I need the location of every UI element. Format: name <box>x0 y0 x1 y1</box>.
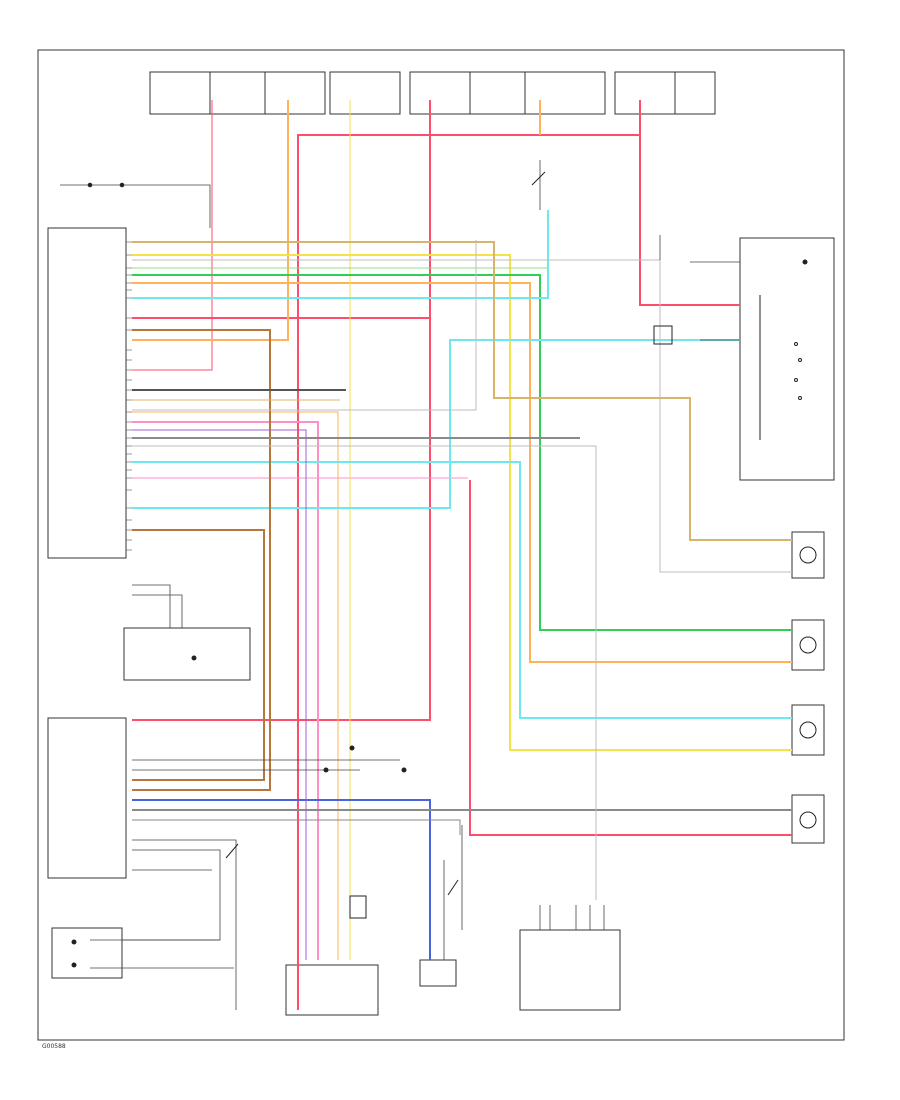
fuse-box-2 <box>209 71 266 115</box>
wire-brown-1 <box>132 529 265 781</box>
wire-brown-2 <box>132 329 271 791</box>
wire-purple-1 <box>132 429 307 960</box>
brake-pressure-switch-box <box>123 627 251 681</box>
right-front-wheel-sensor <box>791 704 825 756</box>
wire-yellow-1 <box>132 254 792 751</box>
left-front-wheel-sensor <box>791 794 825 844</box>
fuse-box-7 <box>524 71 606 115</box>
fuse-box-6 <box>469 71 526 115</box>
fuse-box-1 <box>149 71 211 115</box>
signal-lines <box>60 160 740 1010</box>
ebcm-connector-lower <box>47 717 127 879</box>
wire-gray-3 <box>132 819 461 835</box>
cluster-internals <box>759 259 808 440</box>
connector-symbols <box>71 171 673 968</box>
top-fuse-row <box>149 71 716 115</box>
acceleration-sensor <box>51 927 123 979</box>
wire-red-vert-1 <box>132 100 431 721</box>
wire-ltblue-3 <box>132 461 792 719</box>
wire-ltblue-1 <box>132 210 549 299</box>
fuse-box-8 <box>614 71 676 115</box>
suspension-module <box>519 929 621 1011</box>
instrument-cluster <box>739 237 835 481</box>
wire-green-1 <box>132 274 792 631</box>
wire-orange-3 <box>132 282 792 663</box>
wire-orange-2 <box>132 100 289 341</box>
wire-red-feed-2 <box>639 135 740 306</box>
throttle-actuator <box>419 959 457 987</box>
wire-dkblue-1 <box>132 799 431 960</box>
wire-white-2 <box>132 240 477 411</box>
fuse-box-3 <box>264 71 326 115</box>
right-rear-wheel-sensor <box>791 619 825 671</box>
fuse-box-9 <box>674 71 716 115</box>
ebcm-pins-upper <box>126 241 132 551</box>
wire-red-top-1 <box>132 100 213 371</box>
ebcm-connector-upper <box>47 227 127 559</box>
wire-red-feed <box>297 100 641 1010</box>
wire-tan-1 <box>132 241 792 541</box>
traction-control-switch <box>285 964 379 1016</box>
wire-white-3 <box>132 445 597 900</box>
wire-white-1 <box>132 259 792 573</box>
wire-pink-1 <box>132 421 319 960</box>
wire-red-right <box>469 480 792 836</box>
rear-wheel-sensor <box>791 531 825 579</box>
wheel-speed-sensors <box>791 531 825 844</box>
fuse-box-4 <box>329 71 401 115</box>
diagram-frame <box>37 49 845 1041</box>
diagram-reference: G00588 <box>42 1043 66 1050</box>
wire-orange-4 <box>132 411 339 960</box>
fuse-box-5 <box>409 71 471 115</box>
wire-ltblue-2 <box>132 339 740 509</box>
